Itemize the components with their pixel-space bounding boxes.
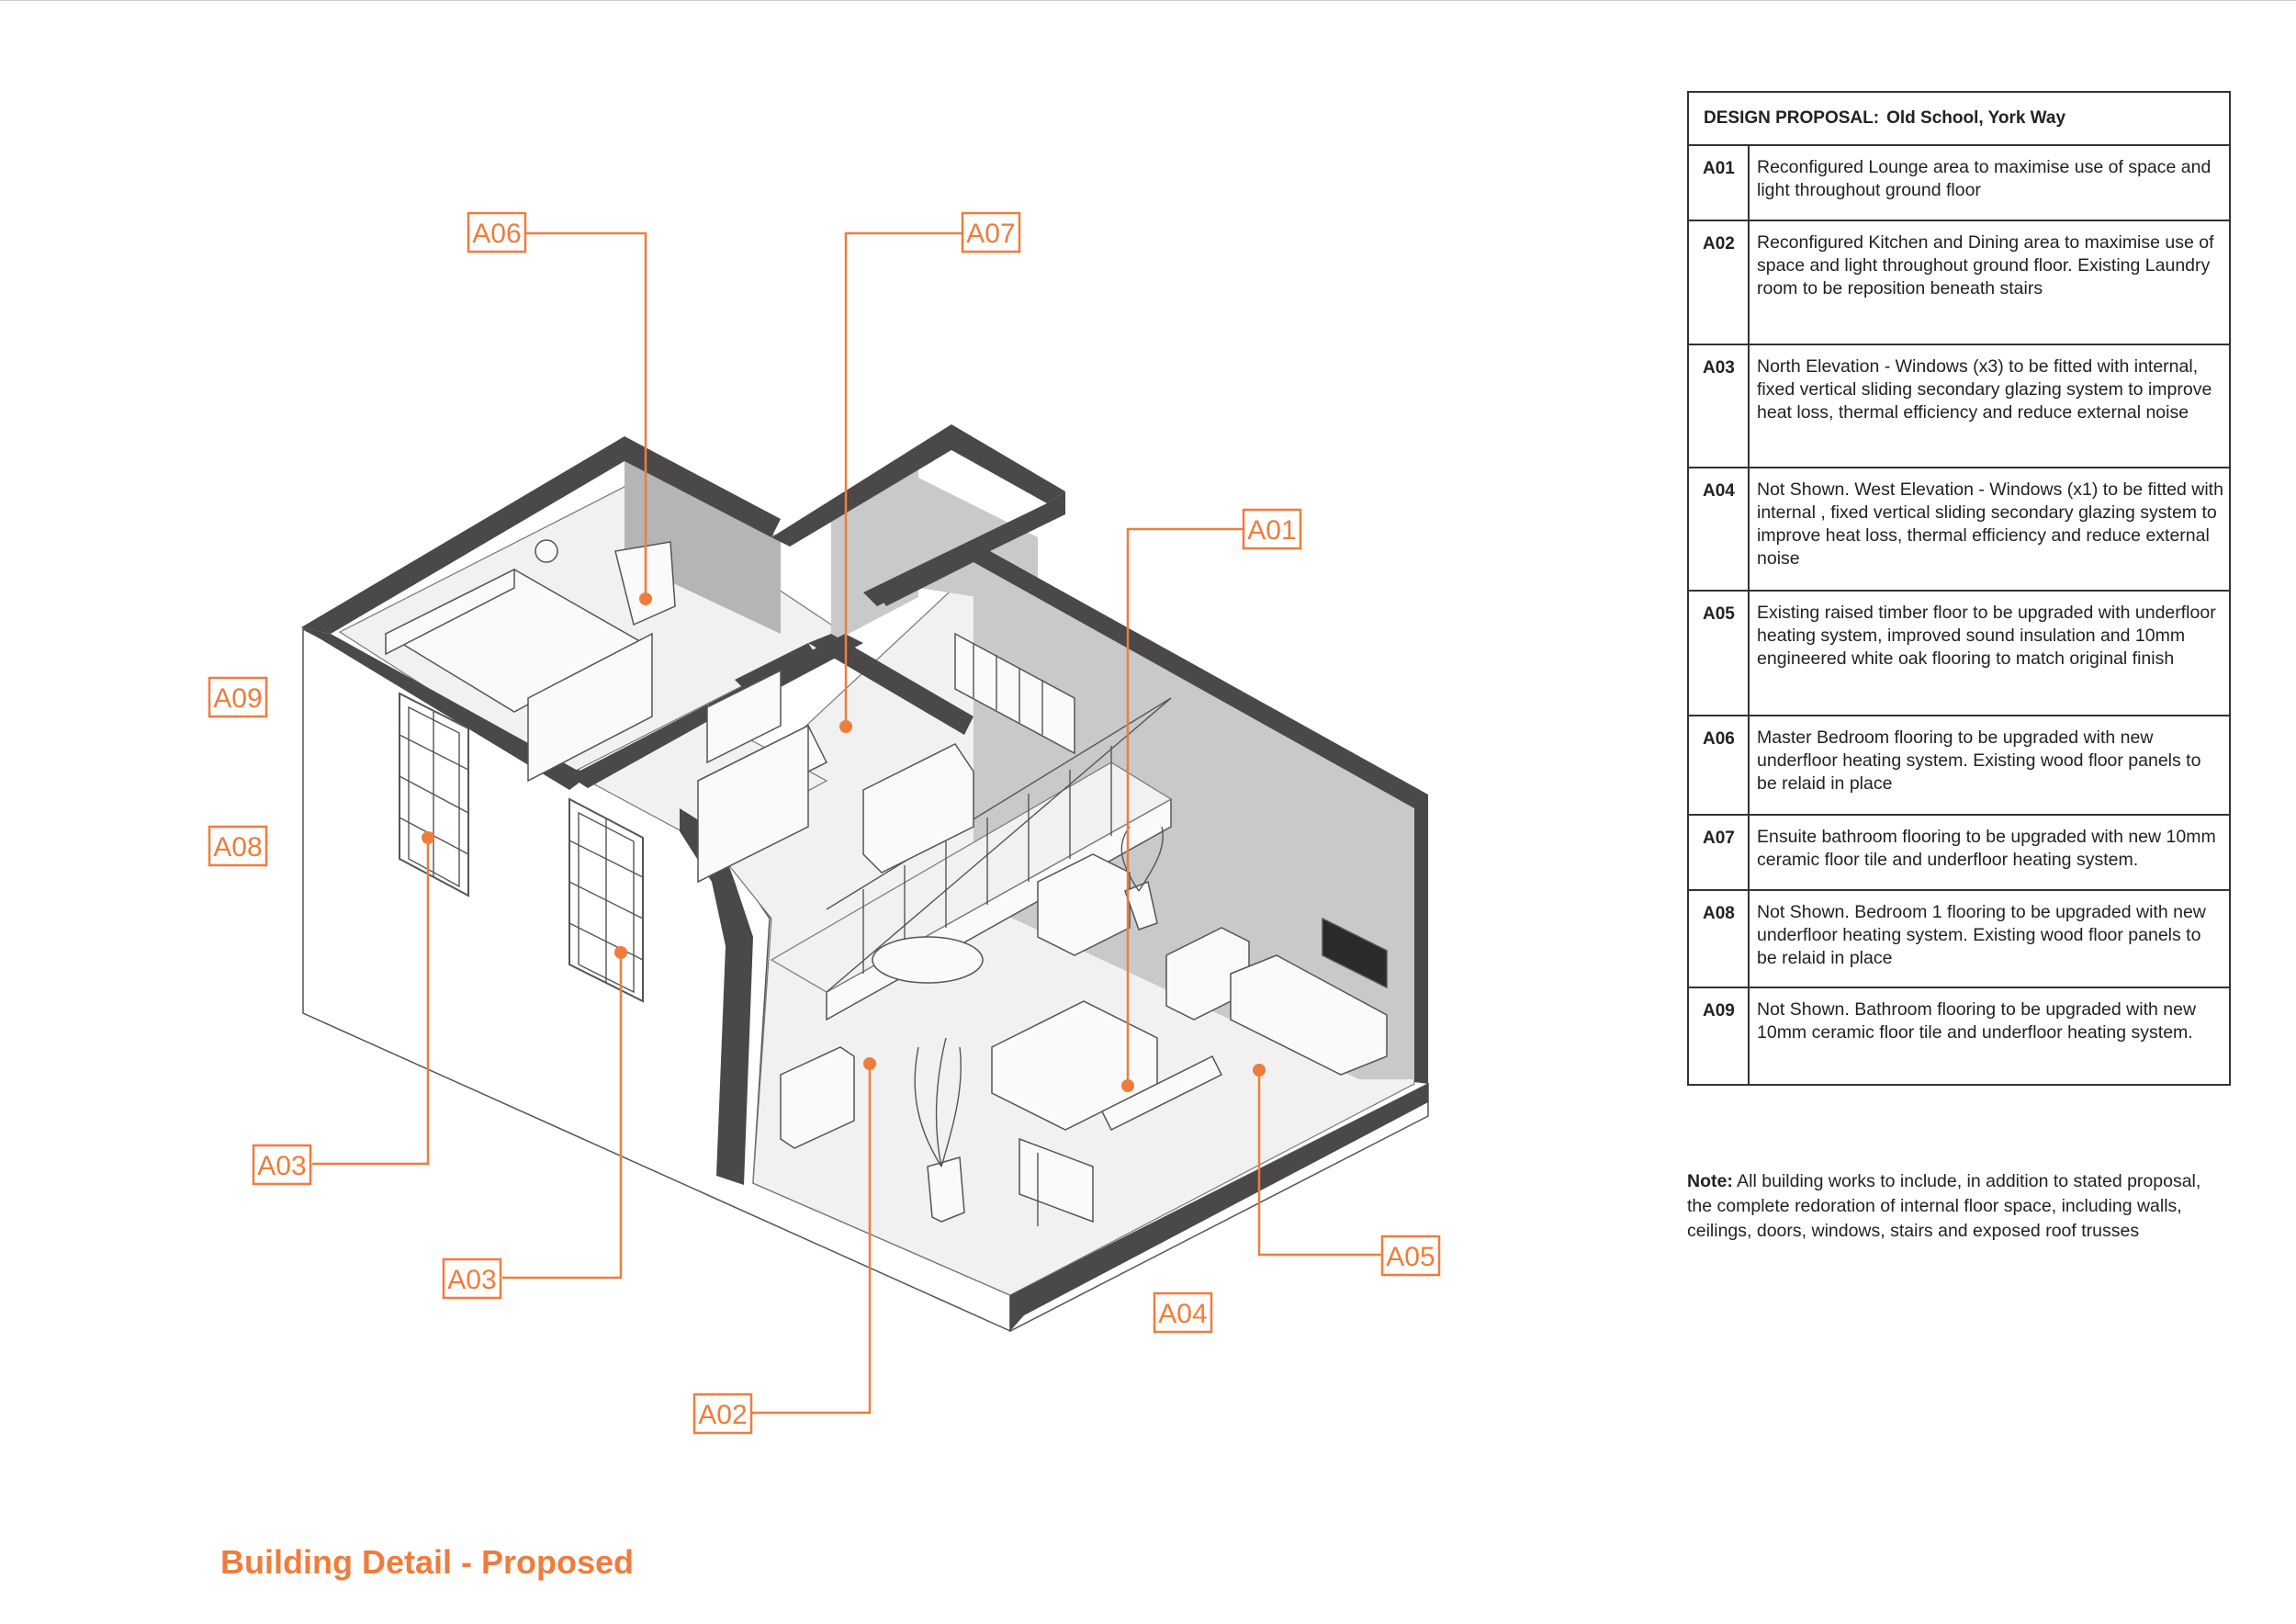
row-description: Not Shown. West Elevation - Windows (x1)…: [1757, 479, 2223, 569]
table-row: A06 Master Bedroom flooring to be upgrad…: [1689, 716, 2229, 816]
row-description: Not Shown. Bathroom flooring to be upgra…: [1757, 999, 2197, 1043]
note-text: All building works to include, in additi…: [1687, 1171, 2201, 1241]
leader-dots: [422, 592, 1266, 1092]
general-note: Note: All building works to include, in …: [1687, 1169, 2201, 1244]
row-code: A07: [1689, 816, 1750, 889]
row-code: A05: [1689, 592, 1750, 715]
row-code: A01: [1689, 146, 1750, 220]
tag-a02: A02: [692, 1393, 753, 1435]
tag-a05: A05: [1380, 1235, 1441, 1277]
tag-a02-label: A02: [698, 1400, 747, 1430]
row-description: Not Shown. Bedroom 1 flooring to be upgr…: [1757, 902, 2206, 968]
table-row: A08 Not Shown. Bedroom 1 flooring to be …: [1689, 891, 2229, 988]
bedroom-furniture: [384, 539, 974, 884]
a06-marker: [639, 592, 652, 605]
row-code: A03: [1689, 345, 1750, 467]
tag-a08: A08: [208, 825, 268, 867]
row-description: Reconfigured Lounge area to maximise use…: [1757, 157, 2212, 200]
tag-a04-label: A04: [1158, 1299, 1207, 1329]
a02-marker: [863, 1057, 876, 1070]
dark-walls: [301, 424, 1428, 1331]
row-description: Master Bedroom flooring to be upgraded w…: [1757, 727, 2201, 794]
tag-a01: A01: [1242, 508, 1302, 550]
row-description: Ensuite bathroom flooring to be upgraded…: [1757, 827, 2216, 870]
tag-a03-upper-label: A03: [257, 1151, 306, 1181]
a05-marker: [1253, 1064, 1266, 1077]
tag-a07-label: A07: [966, 219, 1015, 249]
row-description: Reconfigured Kitchen and Dining area to …: [1757, 232, 2214, 299]
table-row: A04 Not Shown. West Elevation - Windows …: [1689, 468, 2229, 592]
tag-a04: A04: [1153, 1291, 1213, 1334]
a01-marker: [1121, 1079, 1134, 1092]
table-row: A01 Reconfigured Lounge area to maximise…: [1689, 146, 2229, 221]
tag-a06: A06: [467, 211, 527, 254]
row-code: A06: [1689, 716, 1750, 814]
tag-a06-label: A06: [472, 219, 521, 249]
row-description: North Elevation - Windows (x3) to be fit…: [1757, 356, 2212, 423]
table-row: A07 Ensuite bathroom flooring to be upgr…: [1689, 816, 2229, 891]
row-description: Existing raised timber floor to be upgra…: [1757, 603, 2216, 669]
row-code: A08: [1689, 891, 1750, 987]
living-furniture: [780, 917, 1388, 1226]
tag-a03-upper: A03: [252, 1144, 312, 1186]
page-title: Building Detail - Proposed: [220, 1543, 635, 1581]
table-row: A05 Existing raised timber floor to be u…: [1689, 592, 2229, 716]
tag-a09-label: A09: [213, 683, 262, 714]
a03-lower-marker: [614, 946, 627, 959]
note-label: Note:: [1687, 1171, 1733, 1191]
tag-a03-lower-label: A03: [447, 1265, 496, 1295]
tag-a05-label: A05: [1386, 1242, 1435, 1272]
a03-upper-marker: [422, 831, 434, 844]
tag-a01-label: A01: [1247, 515, 1296, 546]
table-header: DESIGN PROPOSAL: Old School, York Way: [1689, 93, 2229, 146]
design-proposal-table: DESIGN PROPOSAL: Old School, York Way A01…: [1687, 91, 2231, 1086]
row-code: A09: [1689, 988, 1750, 1084]
leader-lines: [312, 231, 1382, 1415]
tag-a03-lower: A03: [442, 1257, 502, 1300]
tag-a07: A07: [961, 211, 1021, 254]
table-row: A09 Not Shown. Bathroom flooring to be u…: [1689, 988, 2229, 1084]
table-row: A03 North Elevation - Windows (x3) to be…: [1689, 345, 2229, 468]
top-rule: [0, 0, 2296, 1]
a07-marker: [839, 720, 852, 733]
tag-a09: A09: [208, 676, 268, 718]
table-header-project: Old School, York Way: [1886, 108, 2066, 128]
table-row: A02 Reconfigured Kitchen and Dining area…: [1689, 221, 2229, 345]
plants: [914, 826, 1164, 1223]
table-header-label: DESIGN PROPOSAL:: [1704, 108, 1880, 128]
tag-a08-label: A08: [213, 832, 262, 863]
row-code: A04: [1689, 468, 1750, 590]
row-code: A02: [1689, 221, 1750, 344]
